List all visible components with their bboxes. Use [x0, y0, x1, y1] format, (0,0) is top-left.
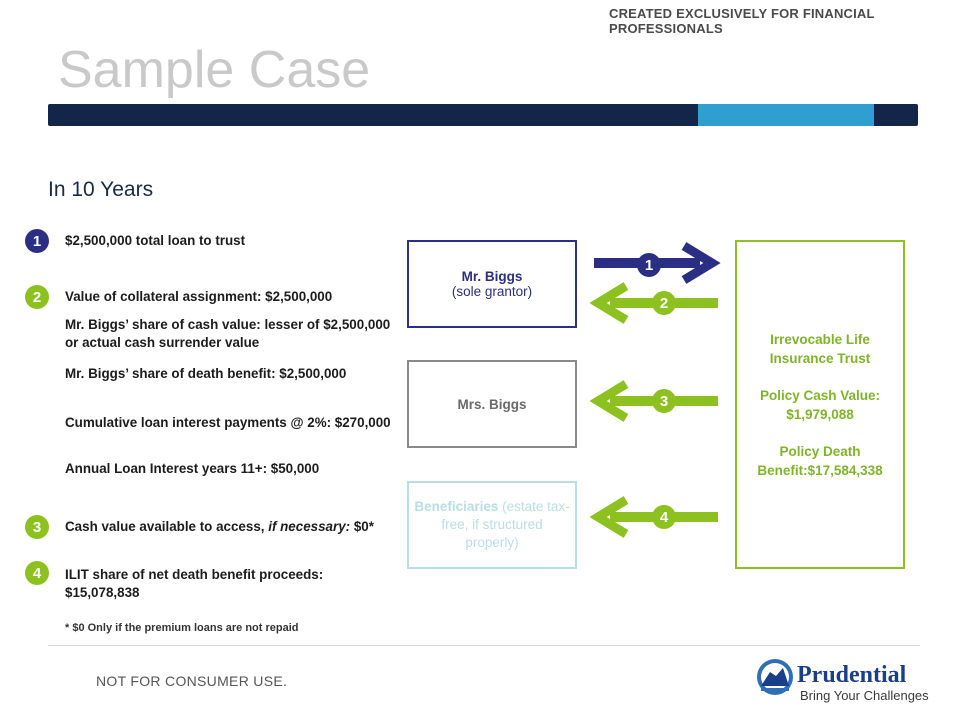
- mr-biggs-role: (sole grantor): [451, 284, 533, 299]
- trust-death-value: Benefit:$17,584,338: [757, 462, 883, 478]
- arrow-4-badge: 4: [652, 505, 676, 529]
- item-2-interest: Cumulative loan interest payments @ 2%: …: [65, 415, 391, 430]
- mr-biggs-name: Mr. Biggs: [461, 269, 523, 284]
- trust-cash-value: $1,979,088: [786, 406, 854, 422]
- item-4-text: ILIT share of net death benefit proceeds…: [65, 567, 324, 600]
- trust-cash-label: Policy Cash Value:: [759, 387, 881, 403]
- box-beneficiaries: Beneficiaries (estate tax-free, if struc…: [407, 481, 577, 569]
- consumer-notice: NOT FOR CONSUMER USE.: [96, 673, 288, 689]
- header-note: CREATED EXCLUSIVELY FOR FINANCIAL PROFES…: [609, 6, 875, 36]
- beneficiaries-text: Beneficiaries (estate tax-free, if struc…: [414, 499, 570, 550]
- box-mr-biggs: Mr. Biggs (sole grantor): [407, 240, 577, 328]
- mrs-biggs-name: Mrs. Biggs: [457, 396, 527, 412]
- trust-death-label: Policy Death: [779, 443, 861, 459]
- arrow-3-badge: 3: [652, 389, 676, 413]
- item-1-badge: 1: [25, 229, 49, 253]
- arrow-1-badge: 1: [637, 253, 661, 277]
- item-3-text: Cash value available to access, if neces…: [65, 519, 374, 534]
- item-2-annual-interest: Annual Loan Interest years 11+: $50,000: [65, 461, 320, 476]
- title-bar-accent: [698, 104, 874, 126]
- item-2-text: Value of collateral assignment: $2,500,0…: [65, 289, 333, 304]
- brand-name: Prudential: [797, 662, 907, 688]
- footnote: * $0 Only if the premium loans are not r…: [65, 622, 299, 634]
- section-subtitle: In 10 Years: [48, 178, 154, 201]
- box-ilit: Irrevocable Life Insurance Trust Policy …: [735, 240, 905, 569]
- item-2-cash-share: Mr. Biggs’ share of cash value: lesser o…: [65, 317, 391, 350]
- item-2-death-share: Mr. Biggs’ share of death benefit: $2,50…: [65, 366, 347, 381]
- item-3-badge: 3: [25, 515, 49, 539]
- box-mrs-biggs: Mrs. Biggs: [407, 360, 577, 448]
- rock-of-gibraltar-icon: [757, 659, 793, 695]
- trust-name: Irrevocable Life Insurance Trust: [769, 331, 871, 366]
- item-4-badge: 4: [25, 561, 49, 585]
- item-2-badge: 2: [25, 285, 49, 309]
- page-title: Sample Case: [58, 41, 371, 99]
- footer-divider: [48, 645, 920, 646]
- arrow-2-badge: 2: [652, 291, 676, 315]
- brand-tagline: Bring Your Challenges: [800, 688, 929, 703]
- item-1-text: $2,500,000 total loan to trust: [65, 233, 246, 248]
